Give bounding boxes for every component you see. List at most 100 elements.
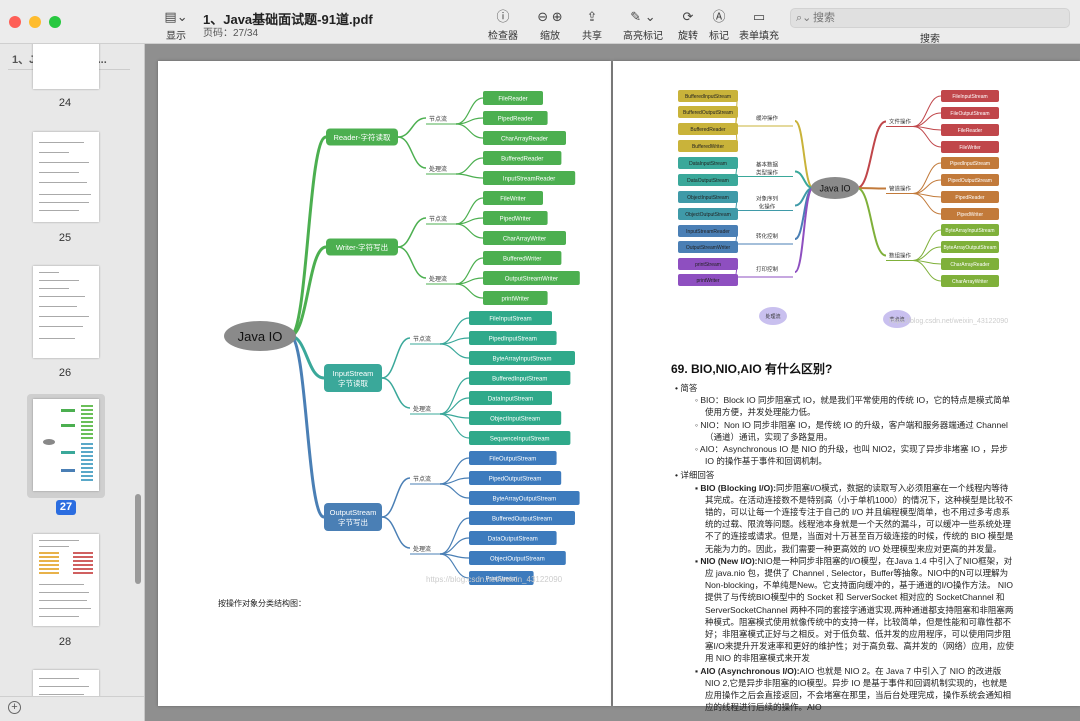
group-label: 对象序列 (756, 195, 779, 203)
sidebar-toggle-button[interactable]: ▤⌄显示 (164, 9, 188, 43)
group-label: 数组操作 (889, 252, 912, 260)
leaf-label: DataOutputStream (687, 178, 729, 184)
leaf-label: BufferedOutputStream (683, 110, 733, 116)
leaf-label: printWriter (502, 297, 530, 303)
leaf-label: ByteArrayInputStream (945, 228, 994, 234)
connector (439, 457, 470, 485)
leaf-node (941, 107, 999, 119)
leaf-label: printWriter (697, 278, 720, 284)
connector (794, 187, 814, 273)
page-number: 25 (58, 232, 72, 244)
leaf-label: BufferedReader (690, 127, 726, 133)
leaf-node (941, 157, 999, 169)
branch-label: 字节写出 (338, 517, 368, 527)
group-label: 节点流 (413, 335, 431, 343)
branch-node (324, 503, 382, 531)
form-fill-button[interactable]: ▭表单填充 (739, 9, 779, 43)
leaf-label: FileReader (958, 128, 983, 134)
search-field[interactable]: ⌕⌄ (790, 8, 1070, 28)
legend-node (759, 307, 787, 325)
leaf-label: BufferedInputStream (685, 94, 731, 100)
leaf-node (941, 191, 999, 203)
leaf-label: ObjectOutputStream (490, 557, 545, 563)
root-label: Java IO (819, 184, 850, 194)
group-label: 节点流 (429, 115, 447, 123)
leaf-node (941, 141, 999, 153)
leaf-label: CharArrayWriter (952, 279, 988, 285)
connector (455, 97, 484, 125)
zoom-button[interactable]: ⊖ ⊕缩放 (537, 9, 563, 43)
leaf-label: PipedInputStream (950, 161, 990, 167)
leaf-label: DataOutputStream (488, 537, 538, 543)
connector (289, 135, 327, 338)
search-input[interactable] (813, 10, 1063, 26)
leaf-node (469, 531, 557, 545)
branch-node (326, 238, 398, 256)
connector (912, 179, 942, 194)
pen-icon: ✎ ⌄ (630, 9, 656, 24)
group-label: 处理流 (429, 165, 447, 173)
leaf-label: CharArrayReader (501, 137, 548, 143)
page-thumbnail[interactable] (33, 266, 99, 358)
sidebar: 1、Java基础面试... 24 25 26 27 28 + (0, 44, 145, 721)
legend-label: 处理流 (765, 313, 780, 320)
share-button[interactable]: ⇪共享 (582, 9, 602, 43)
connector (439, 413, 470, 439)
page-thumbnail[interactable] (33, 44, 99, 89)
leaf-node (483, 151, 562, 165)
branch-label: Writer-字符写出 (336, 242, 388, 252)
watermark: https://blog.csdn.net/weixin_43122090 (426, 575, 563, 584)
connector (455, 123, 484, 139)
connector (455, 157, 484, 175)
connector (455, 223, 484, 239)
leaf-node (678, 157, 738, 169)
leaf-label: FileInputStream (489, 317, 531, 323)
leaf-label: FileReader (498, 97, 527, 103)
group-label: 处理流 (413, 405, 431, 413)
page-thumbnail-selected[interactable] (27, 394, 105, 498)
leaf-node (941, 174, 999, 186)
page-info: 页码：27/34 (203, 28, 259, 39)
leaf-node (469, 471, 562, 485)
highlight-button[interactable]: ✎ ⌄高亮标记 (623, 9, 663, 43)
leaf-node (941, 241, 999, 253)
leaf-node (678, 140, 738, 152)
branch-label: OutputStream (330, 508, 377, 517)
scrollbar-thumb[interactable] (135, 494, 141, 584)
leaf-node (678, 90, 738, 102)
minimize-window-button[interactable] (29, 16, 41, 28)
leaf-node (941, 90, 999, 102)
connector (912, 162, 942, 194)
markup-icon: Ⓐ (712, 9, 726, 24)
connector (912, 112, 942, 127)
zoom-window-button[interactable] (49, 16, 61, 28)
leaf-node (469, 431, 571, 445)
root-label: Java IO (238, 329, 283, 344)
leaf-label: FileOutputStream (489, 457, 536, 463)
page-thumbnail[interactable] (33, 534, 99, 626)
caption: 按操作对象分类结构图： (218, 599, 306, 608)
connector (439, 517, 470, 555)
leaf-label: CharArrayWriter (503, 237, 546, 243)
connector (397, 246, 427, 279)
leaf-node (469, 351, 575, 365)
detail-item: ▪ BIO (Blocking I/O):同步阻塞I/O模式，数据的读取写入必须… (695, 482, 1014, 554)
leaf-label: ByteArrayOutputStream (943, 245, 996, 251)
group-label: 文件操作 (889, 118, 912, 126)
connector (912, 126, 942, 148)
leaf-label: BufferedWriter (503, 257, 541, 263)
close-window-button[interactable] (9, 16, 21, 28)
page-thumbnail[interactable] (33, 132, 99, 222)
add-page-button[interactable]: + (8, 701, 21, 714)
leaf-label: OutputStreamWriter (505, 277, 558, 283)
leaf-label: OutputStreamWriter (686, 245, 731, 251)
brief-item: ◦ AIO：Asynchronous IO 是 NIO 的升级，也叫 NIO2，… (695, 444, 1008, 467)
rotate-button[interactable]: ⟳旋转 (678, 9, 698, 43)
group-label: 处理流 (429, 275, 447, 283)
connector (455, 197, 484, 225)
leaf-node (469, 331, 557, 345)
leaf-node (483, 231, 566, 245)
